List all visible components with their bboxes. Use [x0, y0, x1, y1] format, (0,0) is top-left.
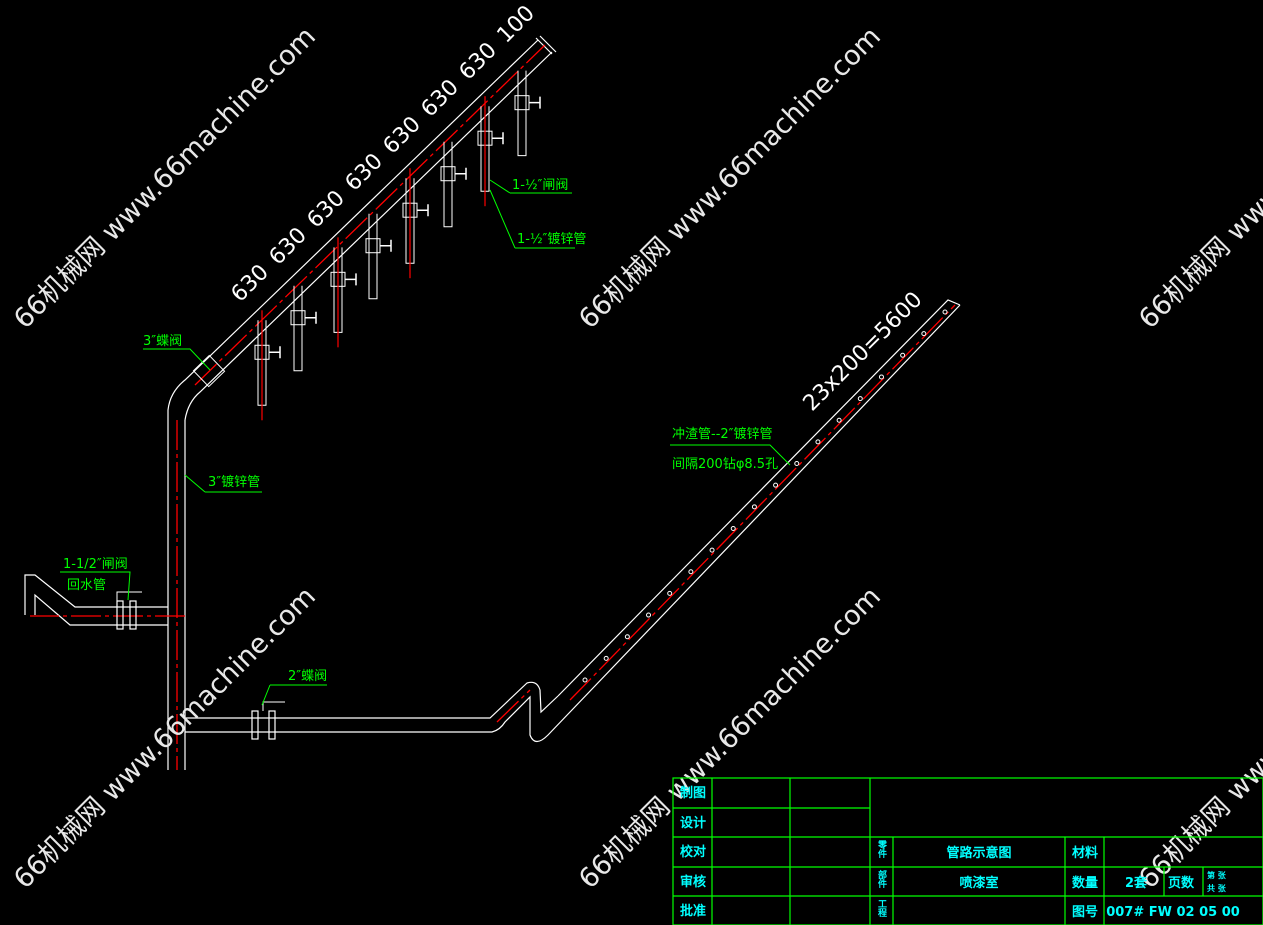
nozzle-hole: [624, 634, 630, 640]
valve-handwheel-icon: [269, 346, 281, 359]
quantity-value: 2套: [1125, 875, 1148, 891]
watermark-text: 66机械网 www.66machine.com: [1133, 581, 1263, 895]
watermark-text: 66机械网 www.66machine.com: [573, 581, 887, 895]
branch-valve: [477, 96, 504, 207]
assembly-name: 喷漆室: [959, 875, 998, 891]
project-label: 工程: [876, 899, 887, 918]
dimension-label: 630: [417, 75, 464, 122]
valve-handwheel-icon: [529, 96, 541, 109]
return-pipe: [24, 574, 168, 626]
header-pipe-edge: [184, 51, 553, 421]
label-butterfly-2: 2″蝶阀: [288, 669, 327, 684]
valve-handwheel-icon: [417, 204, 429, 217]
branch-valve: [440, 141, 467, 228]
flange-icon: [268, 710, 276, 740]
role-review: 审核: [680, 874, 706, 890]
material-label: 材料: [1072, 845, 1098, 861]
valve-body-icon: [514, 95, 530, 111]
nozzle-hole: [857, 396, 863, 402]
dimension-label: 630: [379, 112, 426, 159]
role-check: 校对: [680, 844, 706, 860]
label-gate-1-5: 1-1/2″闸阀: [63, 557, 128, 572]
valve-body-icon: [290, 310, 306, 326]
part-label: 零件: [876, 840, 888, 859]
branch-valve: [402, 168, 429, 279]
quantity-label: 数量: [1072, 875, 1098, 891]
flange-icon: [129, 600, 137, 630]
nozzle-hole: [646, 612, 652, 618]
label-return-pipe: 回水管: [67, 578, 106, 593]
assembly-label: 部件: [876, 869, 887, 889]
nozzle-hole: [794, 461, 800, 467]
centerlines: [30, 44, 956, 770]
role-draw: 制图: [680, 785, 706, 801]
role-design: 设计: [680, 815, 706, 831]
nozzle-hole: [900, 352, 906, 358]
title-block: [672, 777, 1263, 925]
valve-body-icon: [365, 238, 381, 254]
branch-valve: [514, 70, 541, 157]
label-pipe-branch: 1-½″镀锌管: [517, 231, 586, 247]
valve-handwheel-icon: [455, 167, 467, 180]
flange-icon: [251, 710, 259, 740]
nozzle-dimension: 23x200=5600: [799, 287, 928, 416]
branch-valve: [290, 285, 317, 372]
dimension-label: 630: [303, 186, 350, 233]
label-gate-branch: 1-½″闸阀: [512, 178, 568, 193]
nozzle-hole: [603, 655, 609, 661]
bottom-pipe: [185, 304, 961, 743]
valve-handwheel-icon: [345, 273, 357, 286]
pipes: [24, 35, 961, 770]
branch-valves: [254, 70, 541, 421]
dimension-label: 630: [455, 38, 502, 85]
valve-handwheel-icon: [380, 239, 392, 252]
valve-handwheel-icon: [305, 311, 317, 324]
watermark-text: 66机械网 www.66machine.com: [8, 21, 322, 335]
nozzle-hole: [921, 331, 927, 337]
valve-handwheel-icon: [492, 132, 504, 145]
flange-icon: [116, 600, 124, 630]
nozzle-hole: [942, 309, 948, 315]
watermark-text: 66机械网 www.66machine.com: [1133, 21, 1263, 335]
valve-body-icon: [440, 166, 456, 182]
nozzle-hole: [730, 525, 736, 531]
watermarks: 66机械网 www.66machine.com 66机械网 www.66machi…: [8, 21, 1263, 895]
pages-label: 页数: [1168, 875, 1195, 891]
role-approve: 批准: [680, 903, 706, 919]
dimension-label: 630: [227, 260, 274, 307]
label-pipe-3: 3″镀锌管: [208, 474, 260, 490]
sheet-no: 第 张: [1207, 870, 1227, 880]
branch-valve: [254, 310, 281, 421]
drawing-no: 007# FW 02 05 00: [1106, 905, 1240, 920]
nozzle-hole: [709, 547, 715, 553]
header-pipe-edge: [167, 39, 539, 420]
drawing-no-label: 图号: [1072, 905, 1098, 920]
butterfly-valve-icon: [192, 354, 226, 388]
sheet-total: 共 张: [1207, 883, 1227, 893]
nozzle-hole: [667, 590, 673, 596]
dimension-label: 630: [265, 223, 312, 270]
label-butterfly-3: 3″蝶阀: [143, 334, 182, 349]
part-name: 管路示意图: [946, 845, 1011, 861]
nozzle-hole: [582, 677, 588, 683]
label-flush-pipe: 冲渣管--2″镀锌管: [672, 426, 773, 442]
nozzle-hole: [688, 569, 694, 575]
watermark-text: 66机械网 www.66machine.com: [573, 21, 887, 335]
nozzle-hole: [878, 374, 884, 380]
label-holes: 间隔200钻φ8.5孔: [672, 457, 778, 472]
dimension-label: 100: [493, 1, 540, 48]
nozzle-hole: [773, 482, 779, 488]
branch-valve: [365, 213, 392, 300]
nozzle-hole: [836, 417, 842, 423]
leaders: [60, 179, 791, 706]
nozzle-hole: [815, 439, 821, 445]
nozzle-hole: [751, 504, 757, 510]
dimension-label: 630: [341, 149, 388, 196]
branch-valve: [330, 237, 357, 348]
vertical-pipe: [167, 420, 186, 770]
